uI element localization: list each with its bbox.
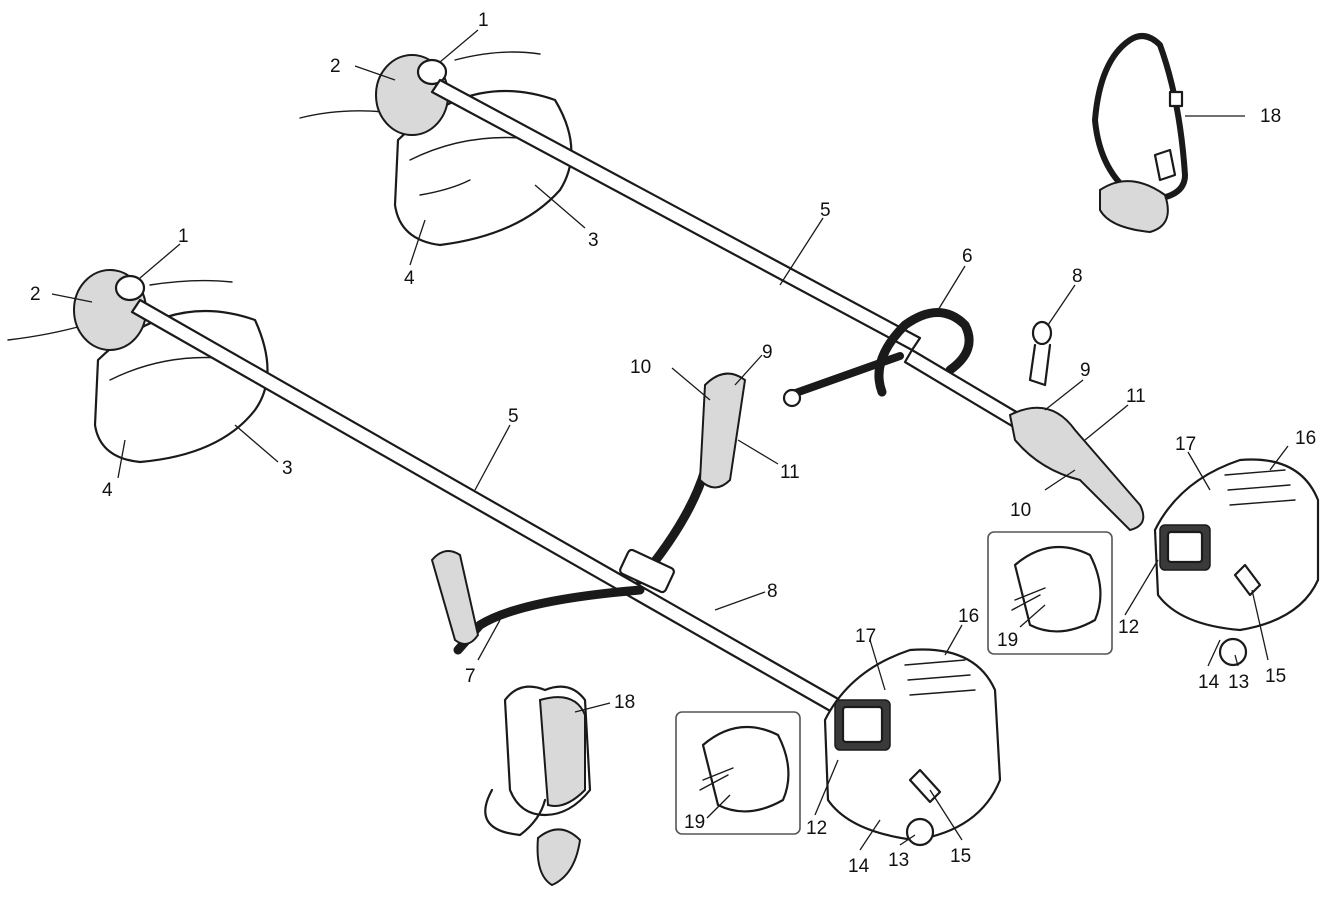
top-guard-detail bbox=[419, 179, 471, 196]
single-strap-buckle bbox=[1168, 90, 1184, 108]
callouts-top-unit: 1 2 3 4 5 6 8 9 11 10 17 16 12 14 13 15 … bbox=[330, 10, 1316, 693]
top-loop-extension bbox=[786, 352, 904, 399]
callout-bottom-1: 1 bbox=[178, 226, 189, 247]
bottom-trimmer-line-left bbox=[7, 324, 86, 341]
top-hanger-ring bbox=[1031, 320, 1053, 346]
bottom-inset-engine bbox=[701, 725, 790, 813]
bottom-handle-clamp bbox=[619, 548, 675, 594]
top-engine bbox=[1153, 458, 1320, 632]
callout-top-8: 8 bbox=[1072, 266, 1083, 287]
bottom-air-filter-cover bbox=[841, 705, 884, 744]
callout-bottom-12: 12 bbox=[806, 818, 827, 839]
top-cylinder-fins bbox=[1224, 469, 1296, 506]
top-air-filter-cover bbox=[1166, 530, 1204, 564]
top-trimmer-line-right bbox=[454, 51, 541, 61]
bottom-head-cap bbox=[114, 274, 146, 302]
callout-bottom-19: 19 bbox=[684, 812, 705, 833]
top-trimmer-line-left bbox=[299, 110, 386, 119]
callouts-bottom-unit: 1 2 3 4 5 10 9 11 7 8 17 16 12 14 13 15 … bbox=[30, 226, 979, 877]
double-shoulder-harness bbox=[484, 685, 592, 887]
harness-waist-strap bbox=[484, 788, 547, 837]
callout-top-15: 15 bbox=[1265, 666, 1286, 687]
callout-top-12: 12 bbox=[1118, 617, 1139, 638]
callout-top-14: 14 bbox=[1198, 672, 1220, 693]
callout-bottom-4: 4 bbox=[102, 480, 113, 501]
top-trimmer bbox=[299, 51, 1320, 667]
callout-top-16: 16 bbox=[1295, 428, 1316, 449]
harness-hip-pad bbox=[536, 828, 582, 887]
top-throttle-handle bbox=[1008, 406, 1145, 532]
callout-bottom-9: 9 bbox=[762, 342, 773, 363]
callout-bottom-17: 17 bbox=[855, 626, 876, 647]
callout-top-9: 9 bbox=[1080, 360, 1091, 381]
bottom-trimmer bbox=[7, 269, 1002, 847]
bottom-fuel-cap bbox=[905, 817, 935, 847]
harness-shoulder-pad bbox=[538, 696, 586, 807]
callout-bottom-5: 5 bbox=[508, 406, 519, 427]
single-shoulder-strap bbox=[1092, 33, 1188, 234]
callout-bottom-7: 7 bbox=[465, 666, 476, 687]
callout-top-4: 4 bbox=[404, 268, 415, 289]
callout-top-11: 11 bbox=[1126, 386, 1146, 407]
callout-bottom-15: 15 bbox=[950, 846, 971, 867]
callout-bottom-16: 16 bbox=[958, 606, 979, 627]
callout-top-13: 13 bbox=[1228, 672, 1249, 693]
single-strap-pad bbox=[1099, 180, 1169, 234]
callout-bottom-13: 13 bbox=[888, 850, 909, 871]
callout-top-1: 1 bbox=[478, 10, 489, 31]
bottom-right-grip bbox=[698, 372, 747, 489]
leader-lines bbox=[51, 29, 1289, 851]
top-inset-detail bbox=[1011, 587, 1046, 611]
top-fuel-cap bbox=[1218, 637, 1248, 667]
bottom-shaft bbox=[130, 298, 842, 714]
bottom-cylinder-fins bbox=[904, 659, 976, 696]
callout-top-2: 2 bbox=[330, 56, 341, 77]
top-inset-engine bbox=[1013, 545, 1102, 633]
top-starter-grip bbox=[1233, 563, 1262, 597]
bottom-trimmer-line-right bbox=[149, 279, 233, 286]
bottom-bike-handle-left-arm bbox=[453, 585, 645, 655]
bottom-left-grip bbox=[430, 550, 480, 645]
single-strap-loop bbox=[1092, 33, 1188, 203]
single-strap-hook bbox=[1153, 148, 1177, 182]
callout-bottom-10: 10 bbox=[630, 357, 651, 378]
top-head-cap bbox=[416, 58, 448, 86]
bottom-inset-detail bbox=[699, 767, 734, 791]
callout-harness-double: 18 bbox=[614, 692, 635, 713]
callout-bottom-14: 14 bbox=[848, 856, 870, 877]
callout-top-6: 6 bbox=[962, 246, 973, 267]
callout-top-5: 5 bbox=[820, 200, 831, 221]
callout-harness-single: 18 bbox=[1260, 106, 1281, 127]
callout-top-3: 3 bbox=[588, 230, 599, 251]
top-hanger-bracket bbox=[1028, 343, 1052, 387]
callout-top-17: 17 bbox=[1175, 434, 1196, 455]
top-loop-end bbox=[782, 388, 802, 408]
callout-top-19: 19 bbox=[997, 630, 1018, 651]
callout-bottom-8: 8 bbox=[767, 581, 778, 602]
callout-bottom-3: 3 bbox=[282, 458, 293, 479]
callout-bottom-11: 11 bbox=[780, 462, 800, 483]
callout-top-10: 10 bbox=[1010, 500, 1031, 521]
callout-bottom-2: 2 bbox=[30, 284, 41, 305]
